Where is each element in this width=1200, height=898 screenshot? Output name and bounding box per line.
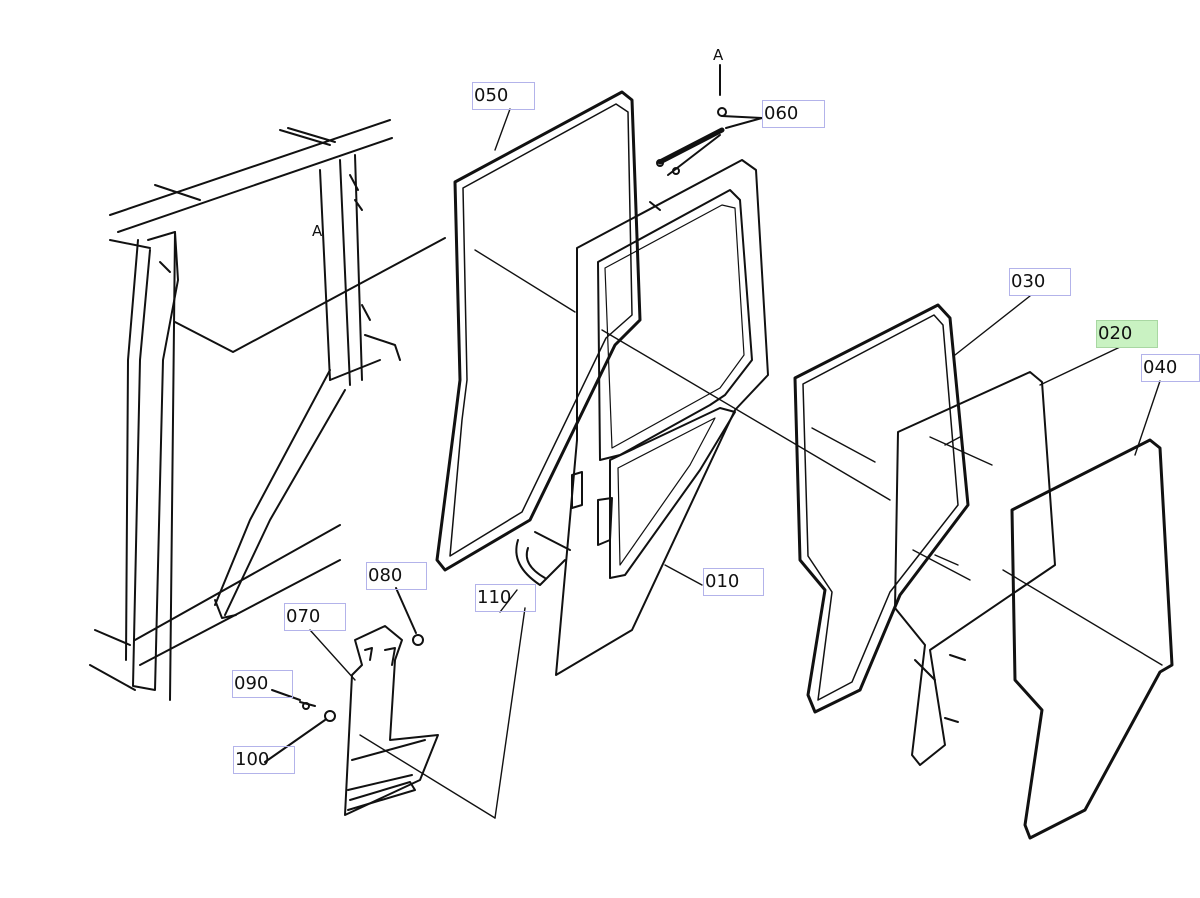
reference-letter-a-frame: A <box>312 222 323 240</box>
callout-090[interactable]: 090 <box>232 670 293 698</box>
door-handle-110 <box>515 531 571 586</box>
callout-080[interactable]: 080 <box>366 562 427 590</box>
bolt-080 <box>395 587 424 646</box>
callout-100[interactable]: 100 <box>233 746 295 774</box>
leader-lines <box>309 108 1163 819</box>
bolt-090 <box>271 689 316 710</box>
callout-060[interactable]: 060 <box>762 100 825 128</box>
glass-panel-020 <box>894 371 1056 766</box>
bracket-070 <box>344 625 439 816</box>
washer-100 <box>264 710 336 763</box>
cab-frame <box>89 119 446 701</box>
door-frame-010 <box>555 159 769 676</box>
callout-040[interactable]: 040 <box>1141 354 1200 382</box>
glass-seal-040 <box>1010 438 1174 840</box>
callout-070[interactable]: 070 <box>284 603 346 631</box>
callout-010[interactable]: 010 <box>703 568 764 596</box>
callout-030[interactable]: 030 <box>1009 268 1071 296</box>
gas-strut-060 <box>656 64 763 176</box>
door-seal-050 <box>435 90 642 572</box>
callout-110[interactable]: 110 <box>475 584 536 612</box>
callout-050[interactable]: 050 <box>472 82 535 110</box>
glass-seal-030 <box>793 303 970 714</box>
reference-letter-a-strut: A <box>713 46 724 64</box>
callout-020[interactable]: 020 <box>1096 320 1158 348</box>
